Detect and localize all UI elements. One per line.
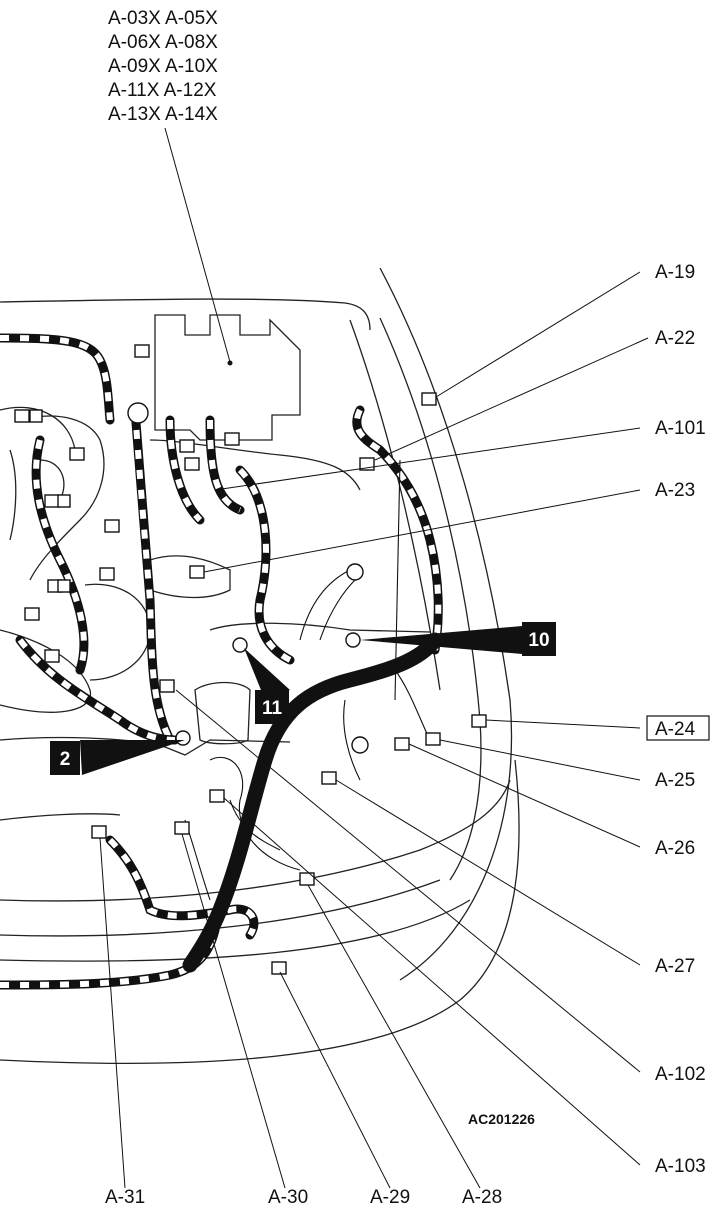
connector bbox=[44, 494, 60, 508]
label-a25: A-25 bbox=[655, 770, 695, 791]
label-a19: A-19 bbox=[655, 262, 695, 283]
label-a103: A-103 bbox=[655, 1156, 706, 1177]
ground-terminal bbox=[232, 637, 248, 653]
connector bbox=[271, 961, 287, 975]
callout-dot bbox=[227, 360, 233, 366]
vehicle-body-outline bbox=[0, 267, 520, 1065]
connector bbox=[224, 432, 240, 446]
badge-11-pointer bbox=[244, 648, 290, 700]
badge-pointers bbox=[80, 626, 522, 775]
connector bbox=[69, 447, 85, 461]
connector bbox=[421, 392, 437, 406]
connector bbox=[134, 344, 150, 358]
badge-10: 10 bbox=[522, 622, 556, 656]
ground-terminal bbox=[346, 563, 364, 581]
badge-10-pointer bbox=[360, 626, 522, 654]
callout-line-1: A-03X A-05X bbox=[108, 8, 218, 29]
svg-text:2: 2 bbox=[60, 749, 71, 770]
label-a102: A-102 bbox=[655, 1064, 706, 1085]
callout-line-5: A-13X A-14X bbox=[108, 104, 218, 125]
callout-line-4: A-11X A-12X bbox=[108, 80, 217, 101]
connector bbox=[14, 409, 30, 423]
ground-terminal bbox=[351, 736, 369, 754]
connector bbox=[57, 579, 71, 593]
badge-2: 2 bbox=[50, 741, 80, 775]
callout-leader bbox=[164, 127, 231, 363]
leader-lines bbox=[99, 271, 649, 1189]
label-a28: A-28 bbox=[462, 1187, 502, 1208]
label-a22: A-22 bbox=[655, 328, 695, 349]
label-a29: A-29 bbox=[370, 1187, 410, 1208]
top-callout: A-03X A-05X A-06X A-08X A-09X A-10X A-11… bbox=[108, 8, 218, 125]
connector bbox=[159, 679, 175, 693]
connector bbox=[189, 565, 205, 579]
connector bbox=[184, 457, 200, 471]
label-a23: A-23 bbox=[655, 480, 695, 501]
callout-line-2: A-06X A-08X bbox=[108, 32, 218, 53]
ground-terminal bbox=[345, 632, 361, 648]
grommet bbox=[127, 402, 149, 424]
label-a101: A-101 bbox=[655, 418, 706, 439]
connector bbox=[24, 607, 40, 621]
connector bbox=[394, 737, 410, 751]
connector bbox=[179, 439, 195, 453]
connector bbox=[29, 409, 43, 423]
connector bbox=[57, 494, 71, 508]
ground-terminal bbox=[175, 730, 191, 746]
connector bbox=[174, 821, 190, 835]
connector bbox=[425, 732, 441, 746]
connector bbox=[299, 872, 315, 886]
relay-box bbox=[149, 314, 361, 491]
label-a24: A-24 bbox=[655, 719, 696, 740]
connector bbox=[44, 649, 60, 663]
connector bbox=[104, 519, 120, 533]
label-a27: A-27 bbox=[655, 956, 695, 977]
label-a30: A-30 bbox=[268, 1187, 308, 1208]
label-a24-box bbox=[646, 715, 710, 741]
connector bbox=[471, 714, 487, 728]
harness-lines bbox=[0, 333, 443, 990]
label-a31: A-31 bbox=[105, 1187, 145, 1208]
svg-text:10: 10 bbox=[528, 630, 549, 651]
svg-text:11: 11 bbox=[262, 698, 283, 719]
label-a26: A-26 bbox=[655, 838, 695, 859]
connector bbox=[321, 771, 337, 785]
badge-11: 11 bbox=[255, 690, 289, 724]
connector bbox=[209, 789, 225, 803]
badge-2-pointer bbox=[80, 740, 185, 775]
figure-code: AC201226 bbox=[468, 1111, 535, 1127]
connector bbox=[99, 567, 115, 581]
connector bbox=[91, 825, 107, 839]
callout-line-3: A-09X A-10X bbox=[108, 56, 218, 77]
